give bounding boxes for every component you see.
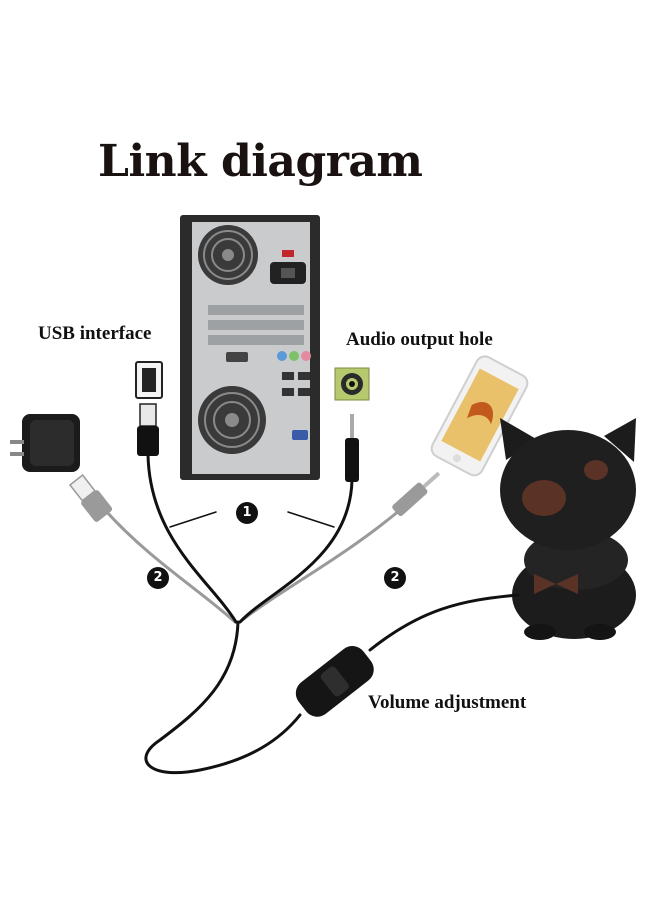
step-badge-2-left: 2 <box>147 567 169 589</box>
volume-adjustment-label: Volume adjustment <box>368 692 527 713</box>
smartphone-icon <box>430 355 529 477</box>
audio-jack-port-icon <box>334 367 370 401</box>
usb-interface-label: USB interface <box>38 323 152 344</box>
usb-plug-gray-icon <box>68 474 113 522</box>
audio-plug-icon <box>345 414 359 482</box>
volume-control-icon <box>295 646 374 717</box>
cat-speaker-icon <box>500 418 636 640</box>
power-adapter-icon <box>10 414 80 472</box>
audio-output-label: Audio output hole <box>346 329 493 350</box>
step-badge-2-right: 2 <box>384 567 406 589</box>
usb-port-icon <box>135 361 163 399</box>
computer-tower-icon <box>180 215 320 480</box>
usb-plug-icon <box>137 403 159 456</box>
audio-plug-gray-icon <box>392 471 441 517</box>
page-title: Link diagram <box>98 136 423 187</box>
step-badge-1: 1 <box>236 502 258 524</box>
cable-lines <box>103 453 520 775</box>
